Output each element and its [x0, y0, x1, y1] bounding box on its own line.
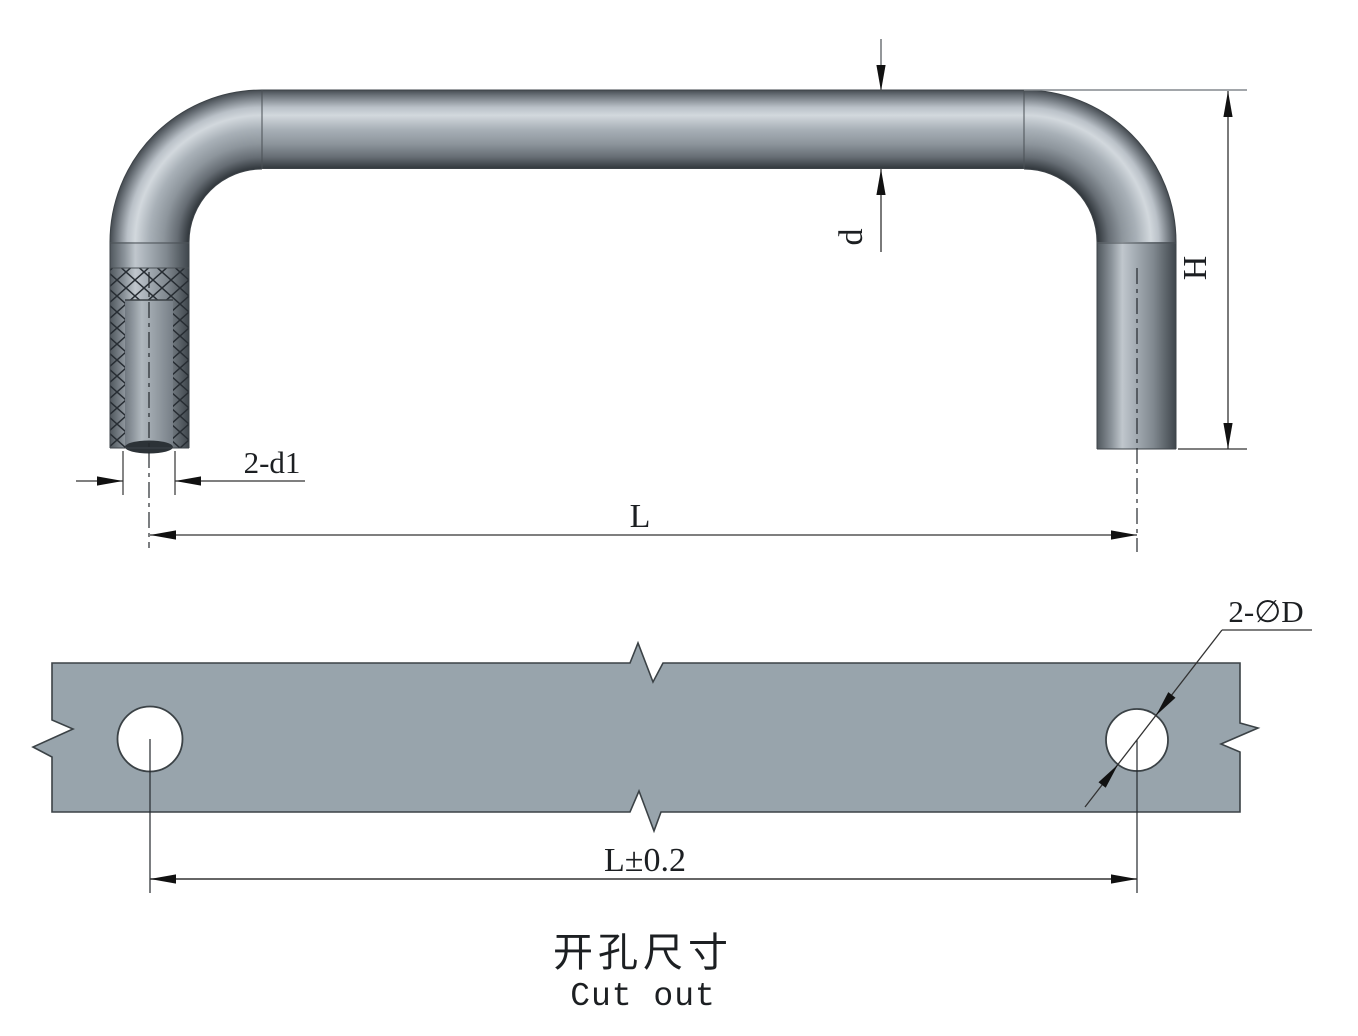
handle-front-view: d H 2-d1 L [76, 39, 1247, 552]
dim-L: L [150, 498, 1137, 540]
dim-2d1: 2-d1 [76, 445, 305, 495]
dim-label-2-phi-D: 2-∅D [1228, 594, 1303, 629]
arrowhead [97, 476, 123, 486]
arrowhead [150, 874, 176, 884]
arrowhead [150, 530, 176, 540]
arrowhead [1223, 91, 1233, 117]
arrowhead [876, 169, 886, 195]
handle-outline [109, 89, 1177, 450]
dim-label-L-tolerance: L±0.2 [604, 842, 686, 879]
handle-left-bend [110, 90, 262, 242]
leader-2-phi-D: 2-∅D [1084, 594, 1312, 808]
arrowhead [1098, 764, 1118, 788]
dim-label-H: H [1177, 256, 1214, 281]
dim-d: d [833, 39, 886, 252]
arrowhead [1111, 530, 1137, 540]
dim-cutout-spacing: L±0.2 [150, 842, 1137, 884]
dim-label-d: d [833, 229, 870, 246]
arrowhead [1223, 423, 1233, 449]
handle-body [109, 89, 1177, 454]
dim-label-L: L [630, 498, 651, 535]
caption-english: Cut out [570, 978, 716, 1015]
caption-chinese: 开孔尺寸 [553, 930, 733, 975]
arrowhead [876, 65, 886, 91]
cutout-plan-view: 2-∅D L±0.2 开孔尺寸 Cut out [31, 594, 1312, 1015]
centerlines [148, 268, 1138, 552]
handle-right-bend [1024, 90, 1176, 242]
cutout-plate [31, 640, 1261, 834]
arrowhead [1111, 874, 1137, 884]
dim-label-2d1: 2-d1 [244, 445, 301, 480]
dim-H: H [1024, 89, 1247, 450]
arrowhead [175, 476, 201, 486]
arrowhead [1156, 692, 1176, 716]
tangent-lines [110, 90, 1176, 269]
handle-grip-tube [262, 90, 1024, 169]
